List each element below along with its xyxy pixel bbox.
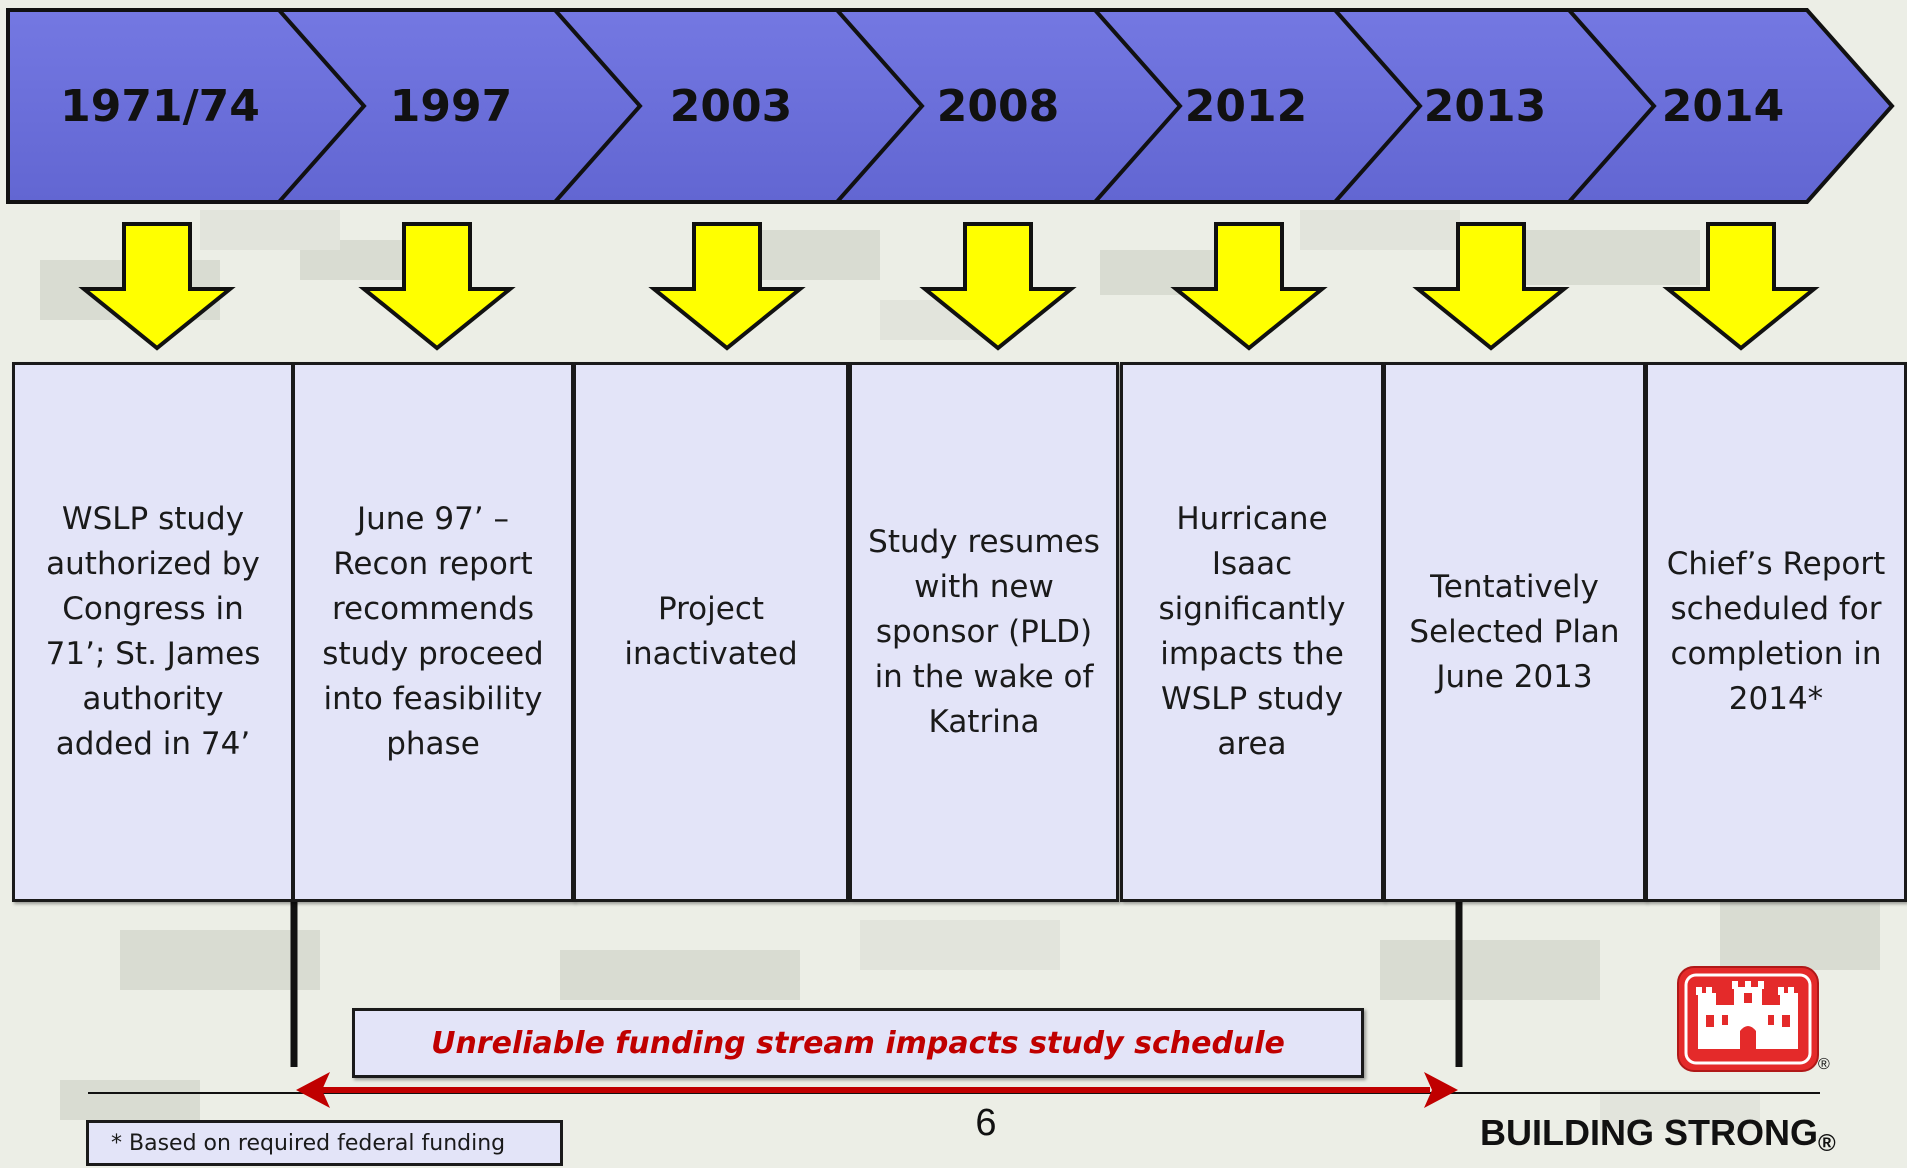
timeline-box-2014: Chief’s Report scheduled for completion …	[1645, 362, 1907, 902]
box-text-2014: Chief’s Report scheduled for completion …	[1666, 546, 1886, 717]
arrow-down-icon	[919, 222, 1077, 351]
arrow-down-icon	[358, 222, 516, 351]
funding-note-box: Unreliable funding stream impacts study …	[352, 1008, 1364, 1078]
arrow-down-icon	[1412, 222, 1570, 351]
timeline-box-2012: Hurricane Isaac significantly impacts th…	[1120, 362, 1384, 902]
footnote-box: * Based on required federal funding	[86, 1120, 563, 1166]
year-label: 2003	[670, 81, 792, 132]
box-text-2013: Tentatively Selected Plan June 2013	[1409, 568, 1620, 695]
page-number: 6	[975, 1102, 997, 1144]
timeline-box-2008: Study resumes with new sponsor (PLD) in …	[849, 362, 1119, 902]
castle-logo-icon	[1677, 966, 1819, 1072]
timeline-box-2003: Project inactivated	[573, 362, 849, 902]
timeline-box-1971: WSLP study authorized by Congress in 71’…	[12, 362, 294, 902]
schedule-span-arrow	[296, 1072, 1458, 1108]
tagline-registered-mark: ®	[1818, 1130, 1836, 1157]
arrow-down-icon	[1170, 222, 1328, 351]
box-text-1971: WSLP study authorized by Congress in 71’…	[45, 501, 261, 762]
year-label: 1971/74	[60, 81, 260, 132]
year-label: 2008	[937, 81, 1059, 132]
footnote-text: * Based on required federal funding	[111, 1130, 506, 1156]
year-label: 2013	[1424, 81, 1546, 132]
arrow-down-icon	[1662, 222, 1820, 351]
arrow-down-icon	[78, 222, 236, 351]
year-label: 2012	[1185, 81, 1307, 132]
year-label: 1997	[390, 81, 512, 132]
tagline: BUILDING STRONG®	[1480, 1112, 1836, 1158]
box-text-1997: June 97’ – Recon report recommends study…	[322, 501, 544, 762]
box-text-2008: Study resumes with new sponsor (PLD) in …	[868, 523, 1100, 740]
year-label: 2014	[1662, 81, 1784, 132]
funding-note-text: Unreliable funding stream impacts study …	[431, 1025, 1285, 1061]
timeline-box-2013: Tentatively Selected Plan June 2013	[1383, 362, 1646, 902]
box-text-2003: Project inactivated	[624, 591, 798, 672]
logo-registered-mark: ®	[1818, 1056, 1830, 1073]
chevron-1971/74	[6, 8, 367, 204]
timeline-box-1997: June 97’ – Recon report recommends study…	[292, 362, 574, 902]
tagline-text: BUILDING STRONG	[1480, 1112, 1818, 1153]
box-text-2012: Hurricane Isaac significantly impacts th…	[1158, 501, 1346, 762]
arrow-down-icon	[648, 222, 806, 351]
